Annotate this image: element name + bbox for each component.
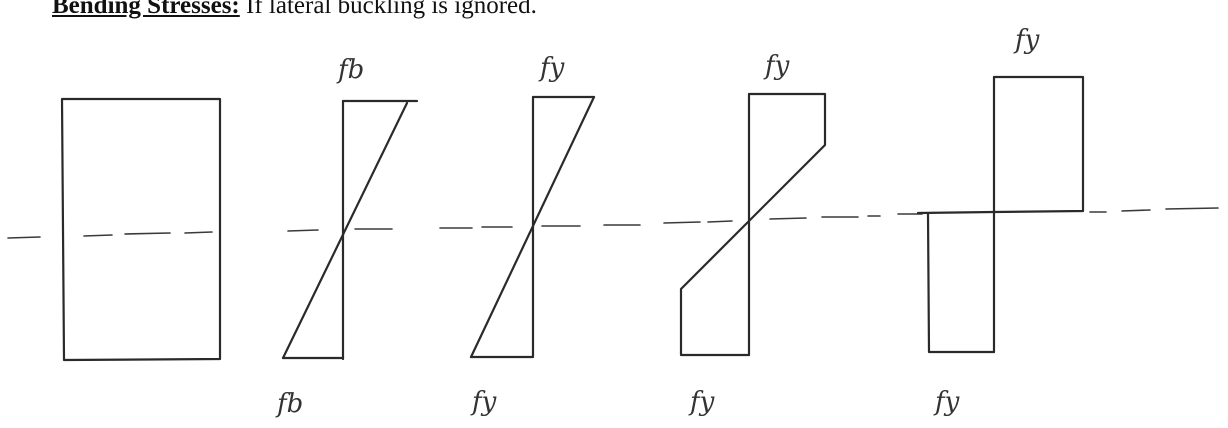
heading-bold: Bending Stresses: [52, 0, 240, 19]
label-fy-top-3: fy [763, 51, 790, 81]
fully-plastic-stress-diagram [916, 75, 1085, 354]
beam-cross-section [60, 97, 222, 362]
label-fy-bottom-4: fy [933, 387, 960, 417]
heading-rest: If lateral buckling is ignored. [239, 0, 537, 19]
label-fb-bottom: fb [275, 389, 303, 419]
neutral-axis [7, 207, 1219, 239]
label-fy-top-2: fy [538, 53, 565, 83]
label-fy-top-4: fy [1013, 25, 1040, 55]
label-fb-top: fb [336, 55, 364, 85]
elastic-stress-diagram-fb [281, 99, 419, 361]
label-fy-bottom-2: fy [470, 387, 497, 417]
label-fy-bottom-3: fy [688, 387, 715, 417]
section-heading: Bending Stresses: If lateral buckling is… [52, 0, 537, 21]
elasto-plastic-stress-diagram [679, 92, 827, 357]
yield-stress-diagram [469, 95, 596, 359]
